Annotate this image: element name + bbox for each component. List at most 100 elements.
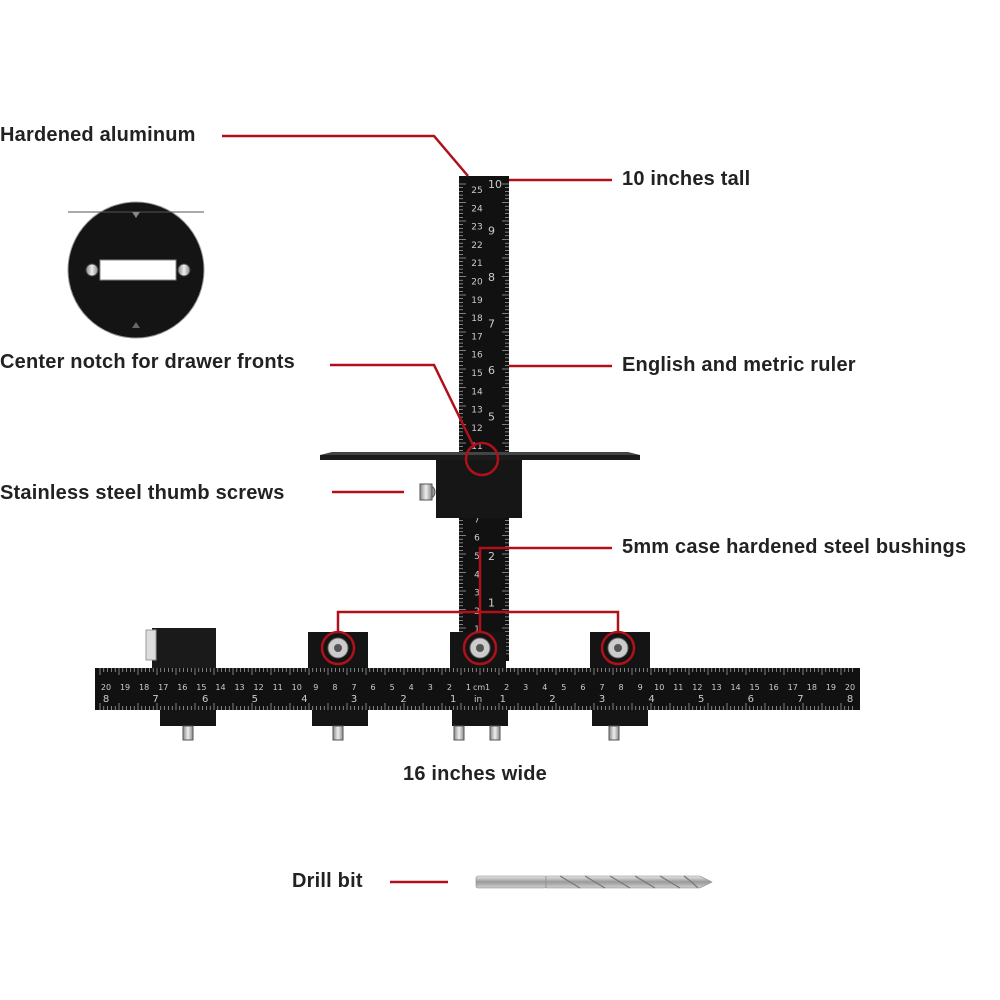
horizontal-cm-label: 9 <box>638 683 643 692</box>
horizontal-cm-label: 6 <box>580 683 585 692</box>
horizontal-in-label: 2 <box>549 694 555 705</box>
vertical-cm-label: 21 <box>471 259 482 269</box>
leader-lines <box>222 134 620 884</box>
horizontal-cm-label: 16 <box>769 683 779 692</box>
horizontal-cm-label: 6 <box>371 683 376 692</box>
horizontal-cm-label: 17 <box>158 683 168 692</box>
vertical-in-label: 5 <box>488 411 495 424</box>
horizontal-cm-label: 1 <box>466 683 471 692</box>
label-english-metric-ruler: English and metric ruler <box>622 354 856 376</box>
vertical-cm-label: 11 <box>471 442 482 452</box>
vertical-cm-label: 3 <box>474 589 480 599</box>
vertical-cm-label: 12 <box>471 424 482 434</box>
label-thumb-screws: Stainless steel thumb screws <box>0 482 285 504</box>
horizontal-in-label: 4 <box>648 694 654 705</box>
horizontal-in-label: 3 <box>599 694 605 705</box>
vertical-cm-label: 23 <box>471 223 482 233</box>
horizontal-cm-label: 7 <box>599 683 604 692</box>
vertical-in-label: 7 <box>488 318 495 331</box>
horizontal-cm-label: 14 <box>215 683 225 692</box>
horizontal-cm-label: 13 <box>234 683 244 692</box>
horizontal-cm-label: 15 <box>750 683 760 692</box>
horizontal-cm-label: 1 <box>485 683 490 692</box>
horizontal-cm-label: 20 <box>845 683 855 692</box>
horizontal-cm-label: 10 <box>654 683 664 692</box>
horizontal-cm-label: 11 <box>673 683 683 692</box>
vertical-cm-label: 20 <box>471 278 483 288</box>
horizontal-in-label: 5 <box>252 694 258 705</box>
horizontal-cm-label: 5 <box>390 683 395 692</box>
vertical-in-label: 1 <box>488 597 495 610</box>
vertical-cm-label: 18 <box>471 314 483 324</box>
horizontal-cm-label: 5 <box>561 683 566 692</box>
label-bushings: 5mm case hardened steel bushings <box>622 536 967 558</box>
horizontal-cm-label: 17 <box>788 683 798 692</box>
horizontal-in-label: 8 <box>103 694 109 705</box>
vertical-cm-label: 1 <box>474 625 480 635</box>
horizontal-in-label: 5 <box>698 694 704 705</box>
horizontal-in-unit: in <box>474 695 482 705</box>
vertical-in-label: 8 <box>488 271 495 284</box>
vertical-cm-label: 17 <box>471 332 482 342</box>
label-drill-bit: Drill bit <box>292 870 363 892</box>
steel-bushings <box>327 637 629 659</box>
vertical-in-label: 2 <box>488 550 495 563</box>
vertical-in-label: 6 <box>488 364 495 377</box>
horizontal-cm-label: 18 <box>807 683 817 692</box>
horizontal-cm-unit: cm <box>473 683 485 692</box>
drill-bit-image <box>475 875 713 889</box>
horizontal-in-label: 1 <box>450 694 456 705</box>
horizontal-cm-label: 3 <box>428 683 433 692</box>
vertical-cm-label: 25 <box>471 186 482 196</box>
vertical-cm-label: 19 <box>471 296 483 306</box>
horizontal-cm-label: 19 <box>826 683 836 692</box>
horizontal-cm-label: 20 <box>101 683 111 692</box>
horizontal-cm-label: 4 <box>542 683 547 692</box>
vertical-cm-label: 4 <box>474 570 480 580</box>
horizontal-cm-label: 10 <box>292 683 302 692</box>
vertical-in-label: 9 <box>488 225 495 238</box>
horizontal-cm-label: 12 <box>254 683 264 692</box>
horizontal-cm-label: 9 <box>313 683 318 692</box>
vertical-cm-label: 14 <box>471 387 483 397</box>
horizontal-cm-label: 16 <box>177 683 187 692</box>
bottom-thumb-screws <box>182 725 620 741</box>
center-notch-inset <box>67 201 205 339</box>
horizontal-cm-label: 7 <box>351 683 356 692</box>
vertical-cm-label: 15 <box>471 369 482 379</box>
horizontal-cm-label: 19 <box>120 683 130 692</box>
horizontal-cm-label: 12 <box>692 683 702 692</box>
horizontal-in-label: 6 <box>748 694 754 705</box>
horizontal-in-label: 3 <box>351 694 357 705</box>
horizontal-in-label: 1 <box>500 694 506 705</box>
stop-blocks <box>145 628 650 726</box>
horizontal-cm-label: 8 <box>332 683 337 692</box>
horizontal-in-label: 8 <box>847 694 853 705</box>
label-sixteen-inches-wide: 16 inches wide <box>403 763 547 785</box>
horizontal-cm-label: 2 <box>447 683 452 692</box>
vertical-cm-label: 13 <box>471 406 482 416</box>
vertical-ruler: 2524232221201918171615141312111098765432… <box>456 176 509 661</box>
horizontal-cm-label: 18 <box>139 683 149 692</box>
drawer-front-guide <box>320 452 640 518</box>
horizontal-in-label: 4 <box>301 694 307 705</box>
horizontal-cm-label: 13 <box>711 683 721 692</box>
horizontal-cm-label: 3 <box>523 683 528 692</box>
vertical-cm-label: 16 <box>471 351 483 361</box>
label-ten-inches-tall: 10 inches tall <box>622 168 751 190</box>
horizontal-cm-label: 11 <box>273 683 283 692</box>
horizontal-cm-label: 8 <box>619 683 624 692</box>
label-center-notch: Center notch for drawer fronts <box>0 351 295 373</box>
horizontal-in-label: 6 <box>202 694 208 705</box>
horizontal-in-label: 2 <box>400 694 406 705</box>
vertical-cm-label: 6 <box>474 534 480 544</box>
horizontal-cm-label: 14 <box>730 683 740 692</box>
horizontal-cm-label: 15 <box>196 683 206 692</box>
horizontal-cm-label: 4 <box>409 683 414 692</box>
horizontal-in-label: 7 <box>152 694 158 705</box>
vertical-cm-label: 7 <box>474 515 480 525</box>
horizontal-cm-label: 2 <box>504 683 509 692</box>
label-hardened-aluminum: Hardened aluminum <box>0 124 196 146</box>
